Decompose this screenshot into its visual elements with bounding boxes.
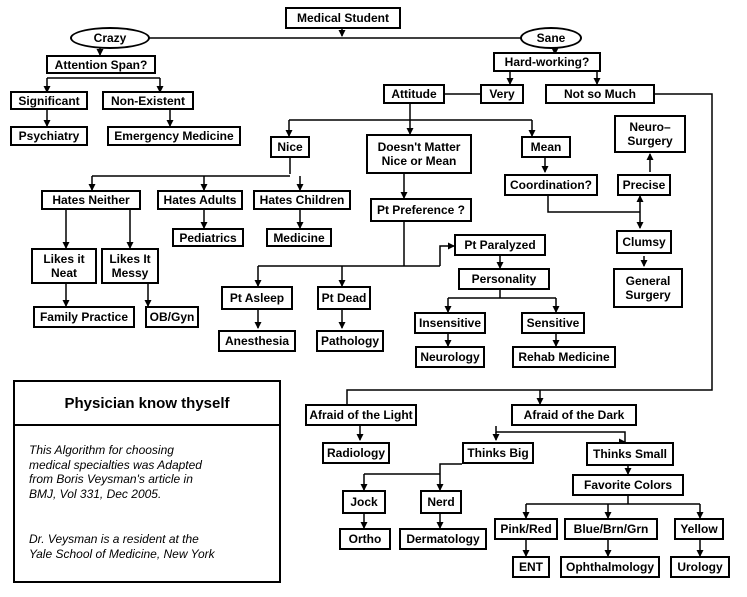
node-dermatology: Dermatology — [399, 528, 487, 550]
node-hates-children: Hates Children — [253, 190, 351, 210]
node-likes-neat: Likes it Neat — [31, 248, 97, 284]
legend-paragraph-author: Dr. Veysman is a resident at the Yale Sc… — [29, 532, 215, 561]
node-afraid-of-the-dark: Afraid of the Dark — [511, 404, 637, 426]
node-insensitive: Insensitive — [414, 312, 486, 334]
node-emergency-medicine: Emergency Medicine — [107, 126, 241, 146]
node-clumsy: Clumsy — [616, 230, 672, 254]
node-pt-asleep: Pt Asleep — [221, 286, 293, 310]
node-pathology: Pathology — [316, 330, 384, 352]
node-family-practice: Family Practice — [33, 306, 135, 328]
node-pink-red: Pink/Red — [494, 518, 558, 540]
node-nerd: Nerd — [420, 490, 462, 514]
node-neurosurgery: Neuro– Surgery — [614, 115, 686, 153]
node-favorite-colors: Favorite Colors — [572, 474, 684, 496]
node-thinks-big: Thinks Big — [462, 442, 534, 464]
node-hates-adults: Hates Adults — [157, 190, 243, 210]
node-pediatrics: Pediatrics — [172, 228, 244, 247]
node-doesnt-matter: Doesn't Matter Nice or Mean — [366, 134, 472, 174]
node-pt-preference: Pt Preference ? — [370, 198, 472, 222]
node-likes-messy: Likes It Messy — [101, 248, 159, 284]
node-very: Very — [480, 84, 524, 104]
node-hates-neither: Hates Neither — [41, 190, 141, 210]
node-sensitive: Sensitive — [521, 312, 585, 334]
node-jock: Jock — [342, 490, 386, 514]
node-urology: Urology — [670, 556, 730, 578]
node-psychiatry: Psychiatry — [10, 126, 88, 146]
node-blue-brn-grn: Blue/Brn/Grn — [564, 518, 658, 540]
node-attention-span: Attention Span? — [46, 55, 156, 74]
node-ent: ENT — [512, 556, 550, 578]
node-personality: Personality — [458, 268, 550, 290]
node-pt-dead: Pt Dead — [317, 286, 371, 310]
node-pt-paralyzed: Pt Paralyzed — [454, 234, 546, 256]
node-hard-working: Hard-working? — [493, 52, 601, 72]
node-yellow: Yellow — [674, 518, 724, 540]
legend-box: Physician know thyself This Algorithm fo… — [13, 380, 281, 583]
node-ortho: Ortho — [339, 528, 391, 550]
node-non-existent: Non-Existent — [102, 91, 194, 110]
node-attitude: Attitude — [383, 84, 445, 104]
node-radiology: Radiology — [322, 442, 390, 464]
node-ophthalmology: Ophthalmology — [560, 556, 660, 578]
node-precise: Precise — [617, 174, 671, 196]
node-anesthesia: Anesthesia — [218, 330, 296, 352]
node-rehab-medicine: Rehab Medicine — [512, 346, 616, 368]
node-neurology: Neurology — [415, 346, 485, 368]
legend-paragraph-source: This Algorithm for choosing medical spec… — [29, 443, 202, 501]
node-sane: Sane — [520, 27, 582, 49]
node-nice: Nice — [270, 136, 310, 158]
legend-title: Physician know thyself — [15, 382, 279, 426]
node-mean: Mean — [521, 136, 571, 158]
node-medicine: Medicine — [266, 228, 332, 247]
node-medical-student: Medical Student — [285, 7, 401, 29]
node-afraid-of-the-light: Afraid of the Light — [305, 404, 417, 426]
node-thinks-small: Thinks Small — [586, 442, 674, 466]
node-coordination: Coordination? — [504, 174, 598, 196]
node-crazy: Crazy — [70, 27, 150, 49]
node-not-so-much: Not so Much — [545, 84, 655, 104]
node-significant: Significant — [10, 91, 88, 110]
node-general-surgery: General Surgery — [613, 268, 683, 308]
node-ob-gyn: OB/Gyn — [145, 306, 199, 328]
